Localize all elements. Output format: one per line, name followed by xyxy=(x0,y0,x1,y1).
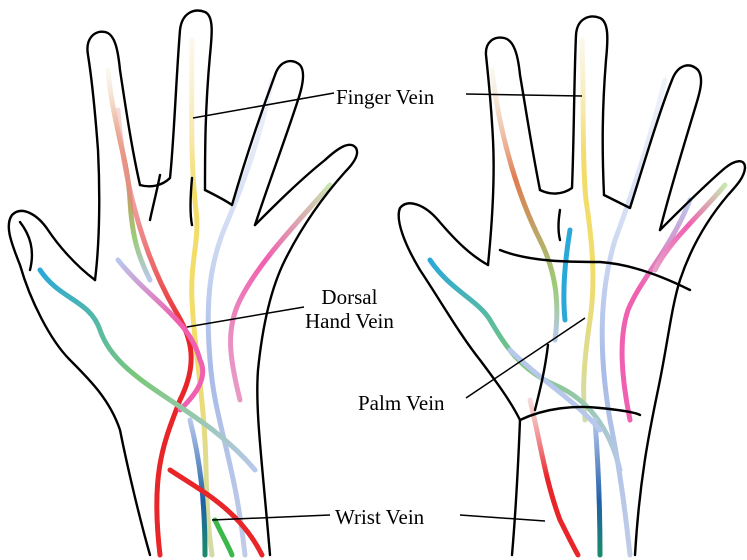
right-vein-lav-2 xyxy=(507,347,603,433)
left-vein-red xyxy=(115,107,194,558)
leader-finger-left xyxy=(192,92,335,119)
left-vein-red-2 xyxy=(167,467,265,558)
leader-wrist-left xyxy=(211,514,331,521)
right-vein-blue xyxy=(561,227,573,323)
left-vein-green-wrist xyxy=(212,517,235,558)
label-wrist-vein: Wrist Vein xyxy=(335,505,425,529)
left-vein-pink xyxy=(115,257,206,413)
left-hand-outline xyxy=(7,9,359,557)
right-hand-veins xyxy=(427,37,728,558)
right-vein-index xyxy=(489,67,560,343)
leader-dorsal xyxy=(186,306,305,328)
right-vein-pink xyxy=(619,197,693,423)
right-vein-little-green xyxy=(652,182,728,273)
label-dorsal-hand-vein: Dorsal Hand Vein xyxy=(305,285,394,333)
label-finger-vein: Finger Vein xyxy=(336,85,435,109)
left-hand-dorsal xyxy=(7,9,359,558)
leader-wrist-right xyxy=(459,514,546,522)
right-vein-red xyxy=(527,397,581,558)
label-finger-vein-text: Finger Vein xyxy=(336,85,435,109)
left-hand-veins xyxy=(37,37,333,558)
right-vein-middle-yellow xyxy=(579,37,596,423)
left-vein-thumb xyxy=(37,267,258,473)
right-hand-palm xyxy=(397,15,747,558)
left-vein-wrist xyxy=(187,417,208,558)
right-vein-ring-lavender xyxy=(599,77,668,558)
label-palm-vein-text: Palm Vein xyxy=(358,391,445,415)
label-wrist-vein-text: Wrist Vein xyxy=(335,505,425,529)
label-dorsal-line2: Hand Vein xyxy=(305,309,394,333)
label-dorsal-line1: Dorsal xyxy=(321,285,378,309)
leader-palm xyxy=(465,317,586,399)
leader-finger-right xyxy=(465,93,583,97)
leader-lines xyxy=(186,92,586,522)
left-vein-ring-lavender xyxy=(205,77,275,558)
right-hand-outline xyxy=(397,15,747,557)
label-palm-vein: Palm Vein xyxy=(358,391,445,415)
right-vein-wrist xyxy=(592,417,603,558)
left-vein-little-green xyxy=(228,182,333,403)
